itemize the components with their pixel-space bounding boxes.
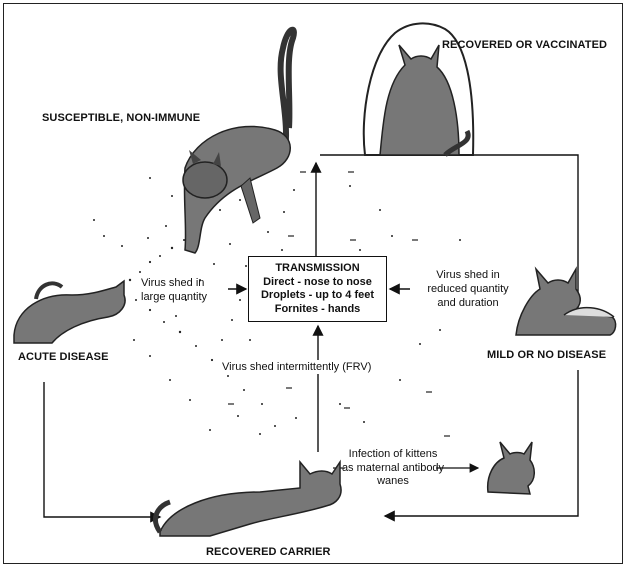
susceptible-cat-image [165, 18, 315, 258]
transmission-line-3: Fornites - hands [249, 303, 386, 317]
carrier-cat-image [150, 448, 350, 538]
transmission-line-2: Droplets - up to 4 feet [249, 289, 386, 303]
note-kittens: Infection of kittens as maternal antibod… [338, 448, 448, 489]
label-recovered-vaccinated: RECOVERED OR VACCINATED [442, 38, 607, 52]
transmission-line-1: Direct - nose to nose [249, 276, 386, 290]
label-acute-disease: ACUTE DISEASE [18, 350, 109, 364]
label-recovered-carrier: RECOVERED CARRIER [206, 545, 331, 559]
label-susceptible: SUSCEPTIBLE, NON-IMMUNE [42, 111, 200, 125]
label-mild-disease: MILD OR NO DISEASE [487, 348, 606, 362]
transmission-title: TRANSMISSION [249, 262, 386, 276]
kitten-image [480, 436, 540, 496]
note-virus-reduced: Virus shed in reduced quantity and durat… [418, 268, 518, 310]
note-virus-intermittent: Virus shed intermittently (FRV) [222, 360, 371, 374]
note-virus-large: Virus shed in large quantity [141, 276, 207, 304]
transmission-box: TRANSMISSION Direct - nose to nose Dropl… [248, 256, 387, 322]
arrow-acute-to-carrier [44, 382, 160, 517]
mild-disease-cat-image [510, 255, 620, 340]
vaccinated-cat-image [355, 15, 485, 160]
acute-disease-cat-image [12, 265, 132, 345]
